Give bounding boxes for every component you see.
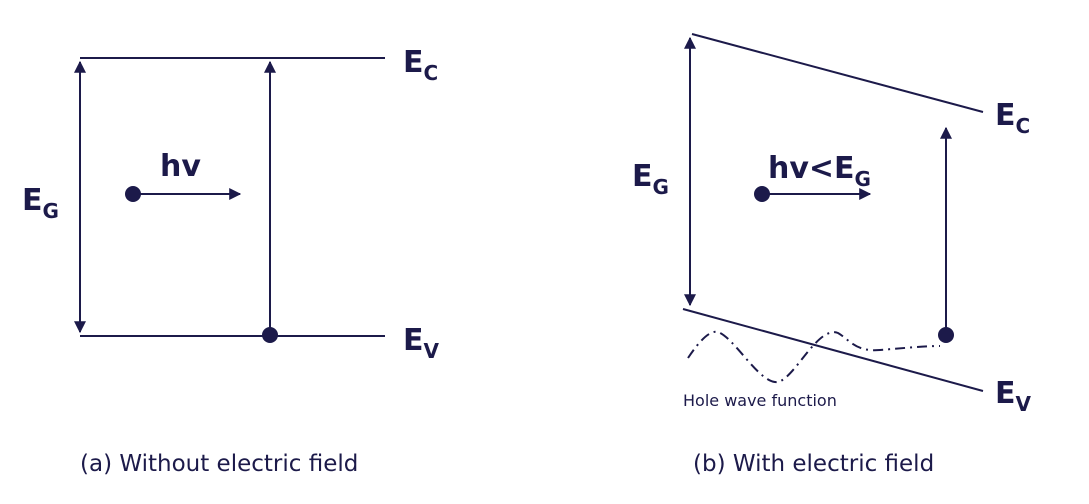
conduction-band-line: [691, 33, 984, 113]
ec-label: EC: [995, 98, 1030, 138]
hole-wave-label: Hole wave function: [683, 391, 837, 410]
photon-dot: [125, 186, 141, 202]
photon-label: hv<EG: [768, 151, 871, 191]
panel-a: hv EG EC EV (a) Without electric field: [22, 45, 440, 477]
caption-a: (a) Without electric field: [80, 451, 358, 477]
hole-dot: [938, 327, 954, 343]
ev-label: EV: [995, 376, 1032, 416]
electron-dot: [262, 327, 278, 343]
eg-label: EG: [22, 183, 59, 223]
eg-label: EG: [632, 159, 669, 199]
hole-wave-function-curve: [687, 330, 941, 384]
caption-b: (b) With electric field: [693, 451, 934, 477]
photon-label: hv: [160, 149, 201, 184]
ec-label: EC: [403, 45, 438, 85]
panel-b: hv<EG EG EC EV Hole wave function (b) Wi…: [632, 33, 1032, 477]
valence-band-line: [682, 308, 984, 392]
ev-label: EV: [403, 323, 440, 363]
photon-dot: [754, 186, 770, 202]
